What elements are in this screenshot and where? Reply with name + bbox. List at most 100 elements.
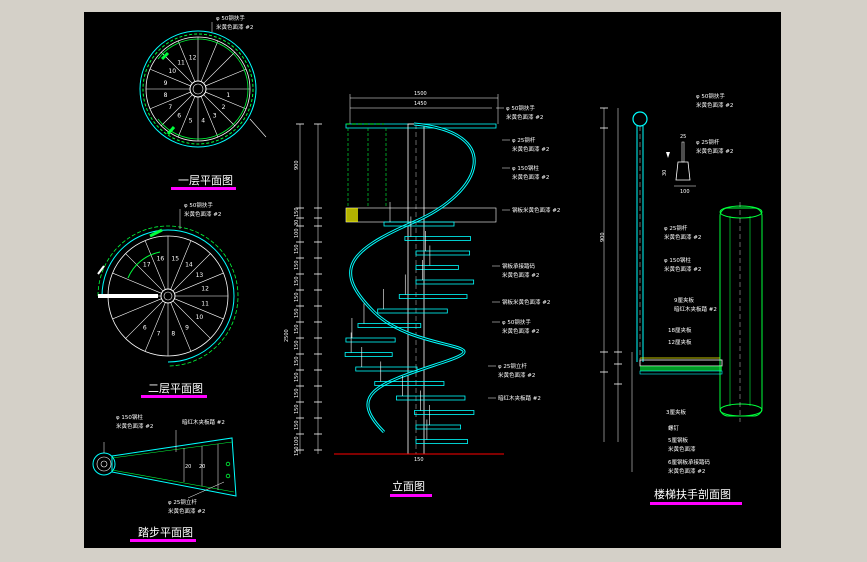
step-note-col-2: 米黄色面漆 #2 xyxy=(116,422,153,430)
plan-1-note-1: φ 50钢扶手 xyxy=(216,14,245,22)
elevation-note: 暗红木夹板踏 #2 xyxy=(498,394,541,402)
step-note-rail-2: 米黄色面漆 #2 xyxy=(168,507,205,515)
elevation-note: 米黄色面漆 #2 xyxy=(512,173,549,181)
plan-1-step-number: 10 xyxy=(168,68,176,75)
plan-2-step-line xyxy=(172,253,211,292)
section-note: 米黄色面漆 #2 xyxy=(696,101,733,109)
section-dim-top: 25 xyxy=(680,134,686,140)
elev-dim-bottom: 150 xyxy=(414,457,424,463)
plan-2-step-line xyxy=(170,240,192,290)
plan-1-step-number: 2 xyxy=(222,104,226,111)
plan-2-step-number: 6 xyxy=(143,325,147,332)
plan-1-step-line xyxy=(203,52,235,84)
plan-2-step-line xyxy=(112,298,162,320)
elevation-drawing xyxy=(296,94,504,455)
step-plan-title: 踏步平面图 xyxy=(138,525,193,539)
plan-1-step-number: 6 xyxy=(177,113,181,120)
plan-1-step-line xyxy=(205,68,247,87)
elevation-step xyxy=(415,279,475,285)
elevation-dim-label: 150 xyxy=(294,292,300,302)
plan-2-title: 二层平面图 xyxy=(148,382,203,395)
elev-dim-top-2: 1450 xyxy=(414,101,427,107)
elevation-step xyxy=(396,395,466,401)
plan-2-step-line xyxy=(125,253,164,292)
elevation-note: φ 25钢杆 xyxy=(512,136,536,144)
elevation-title: 立面图 xyxy=(392,479,425,493)
plan-1-step-line xyxy=(177,40,196,82)
elevation-step xyxy=(374,381,445,386)
plan-2-step-line xyxy=(172,300,211,339)
step-plan-drawing xyxy=(92,430,237,499)
plan-1-step-line xyxy=(149,68,191,87)
plan-2-step-line xyxy=(144,240,166,290)
elevation-step xyxy=(357,323,422,328)
section-note: 螺钉 xyxy=(668,424,680,432)
elevation-step xyxy=(383,221,455,227)
section-note: 9厘夹板 xyxy=(674,296,694,304)
step-note-rail-1: φ 25钢立杆 xyxy=(168,498,197,506)
plan-2-step-line xyxy=(144,302,166,352)
section-title: 楼梯扶手剖面图 xyxy=(654,487,731,501)
plan-1-step-line xyxy=(200,96,219,138)
elevation-note: 钢板承接踏码 xyxy=(502,262,536,270)
section-note: φ 25钢杆 xyxy=(696,138,720,146)
elevation-step xyxy=(345,337,396,343)
plan-1-step-number: 1 xyxy=(226,92,230,99)
elevation-step xyxy=(355,366,418,372)
section-title-underline xyxy=(650,502,742,505)
plan-1-step-line xyxy=(205,91,247,110)
plan-2-step-number: 15 xyxy=(171,256,179,263)
elevation-dim-label: 150 xyxy=(294,308,300,318)
elevation-dim-label: 30 xyxy=(294,220,300,226)
elevation-note: 米黄色面漆 #2 xyxy=(506,113,543,121)
section-note: φ 50钢扶手 xyxy=(696,92,725,100)
plan-2-step-number: 13 xyxy=(196,272,204,279)
plan-2-title-underline xyxy=(141,395,207,398)
section-note: 米黄色面漆 #2 xyxy=(664,233,701,241)
plan-1-step-line xyxy=(177,96,196,138)
plan-2-step-number: 16 xyxy=(157,256,165,263)
elevation-dim-label: 100 xyxy=(294,228,300,238)
section-note: 米黄色面漆 #2 xyxy=(668,467,705,475)
plan-2-step-number: 11 xyxy=(201,300,209,307)
elevation-dim-label: 150 xyxy=(294,324,300,334)
elevation-step xyxy=(414,410,475,415)
elevation-dim-label: 100 xyxy=(294,436,300,446)
elevation-note: φ 50钢扶手 xyxy=(502,318,531,326)
plan-2-step-number: 12 xyxy=(201,286,209,293)
plan-2-step-line xyxy=(125,300,164,339)
plan-2-step-number: 9 xyxy=(185,325,189,332)
plan-1-step-line xyxy=(203,94,235,126)
plan-1-step-number: 3 xyxy=(213,113,217,120)
elevation-dim-label: 150 xyxy=(294,420,300,430)
elevation-dim-label: 150 xyxy=(294,244,300,254)
plan-1-step-number: 12 xyxy=(189,55,197,62)
elevation-step xyxy=(344,352,393,357)
elevation-dim-label: 150 xyxy=(294,372,300,382)
elev-dim-total: 2500 xyxy=(284,329,290,342)
section-note: 5厘钢板 xyxy=(668,436,688,444)
elevation-step xyxy=(415,250,471,256)
plan-1-step-line xyxy=(149,91,191,110)
plan-1-step-line xyxy=(161,52,193,84)
elevation-dim-label: 150 xyxy=(294,388,300,398)
section-note: 3厘夹板 xyxy=(666,408,686,416)
plan-2-note-1: φ 50钢扶手 xyxy=(184,201,213,209)
elevation-note: 米黄色面漆 #2 xyxy=(498,371,535,379)
section-note: φ 150钢柱 xyxy=(664,256,691,264)
plan-1-title: 一层平面图 xyxy=(178,174,233,187)
elevation-dim-label: 150 xyxy=(294,207,300,217)
elevation-dim-label: 150 xyxy=(294,340,300,350)
elevation-title-underline xyxy=(390,494,432,497)
plan-2-step-number: 14 xyxy=(185,261,193,268)
step-dim-1: 20 xyxy=(185,464,191,470)
elevation-note: 米黄色面漆 #2 xyxy=(502,327,539,335)
elevation-note: 米黄色面漆 #2 xyxy=(502,271,539,279)
section-dim-mid: 900 xyxy=(600,232,606,242)
elevation-dim-label: 150 xyxy=(294,404,300,414)
elevation-note: 米黄色面漆 #2 xyxy=(512,145,549,153)
elevation-dim-label: 150 xyxy=(294,356,300,366)
plan-1-step-line xyxy=(161,94,193,126)
elevation-step xyxy=(415,265,459,270)
